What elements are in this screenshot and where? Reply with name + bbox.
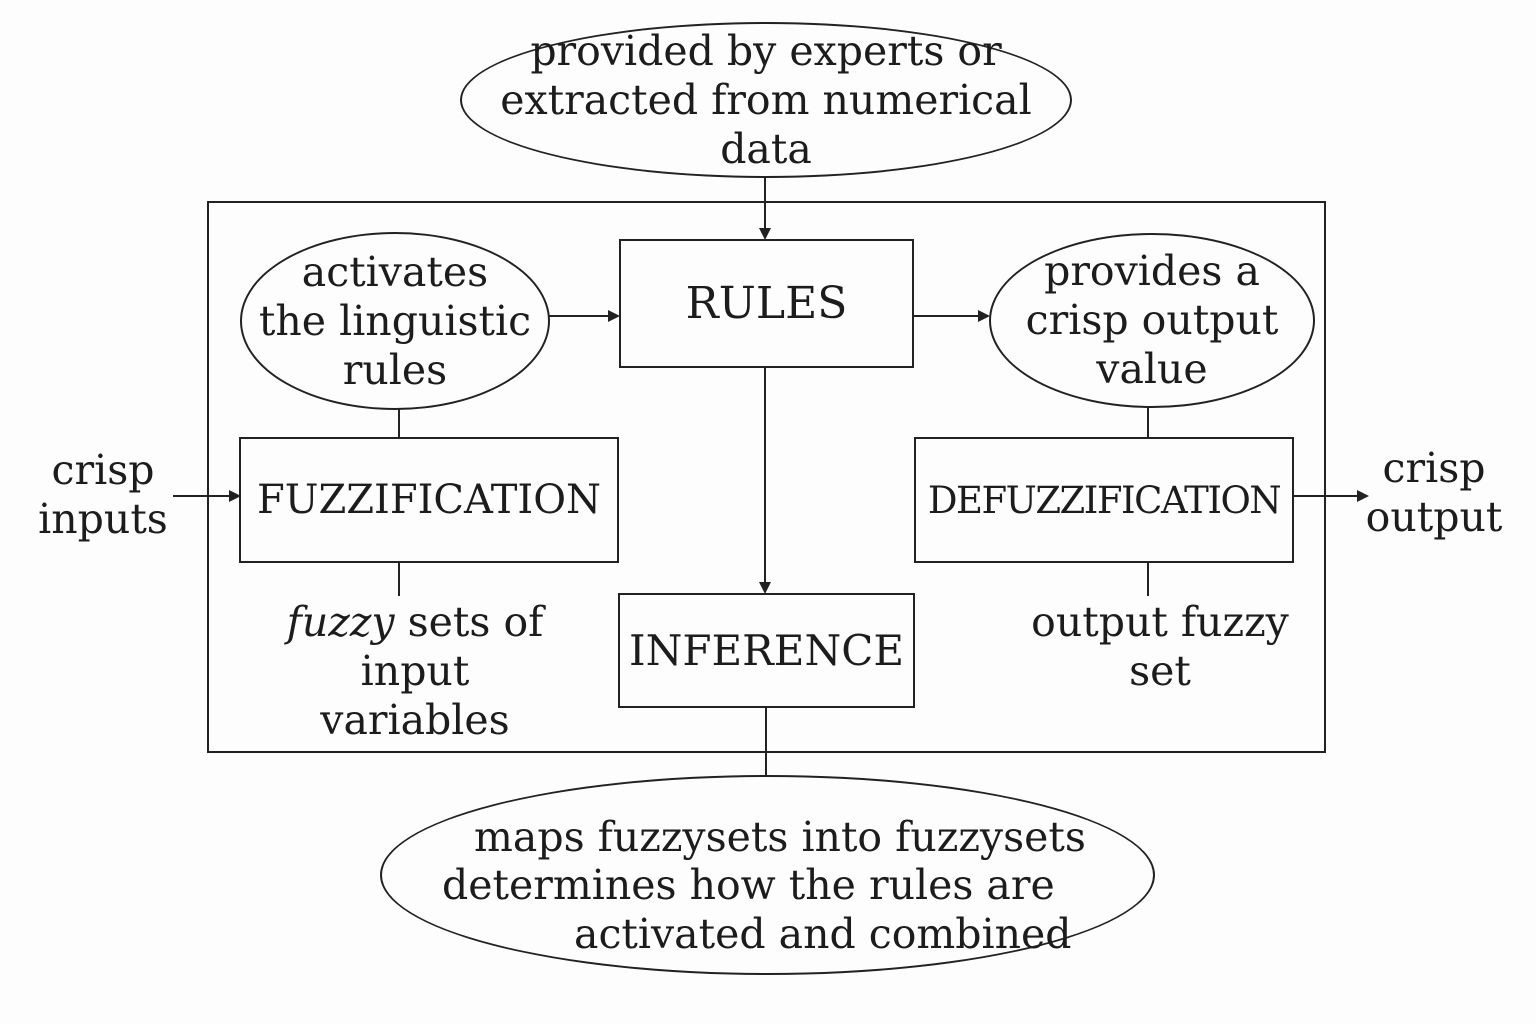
fuzz-note-line-2: the linguistic [258,296,532,345]
crisp-output-line-1: crisp [1382,444,1486,492]
bottom-note-ellipse: maps fuzzysets into fuzzysets determines… [380,775,1155,975]
fuzz-note-text: activates the linguistic rules [259,248,531,395]
fuzzification-label: FUZZIFICATION [257,477,601,523]
defuzz-note-line-2: crisp output [1025,296,1279,344]
fuzzy-sets-line-1: fuzzy sets of [260,598,570,647]
bottom-note-line-2: determines how the rules are [442,861,1055,909]
fuzzy-sets-label: fuzzy sets of input variables [260,598,570,745]
output-fuzzy-set-text: output fuzzy set [1031,598,1289,695]
defuzz-note-text: provides a crisp output value [1026,247,1279,394]
crisp-inputs-line-1: crisp [51,446,155,494]
top-note-text: provided by experts or extracted from nu… [462,27,1070,174]
crisp-inputs-line-2: inputs [38,495,168,543]
defuzz-note-line-1: provides a [1044,247,1260,295]
inference-box: INFERENCE [618,593,915,708]
crisp-output-line-2: output [1365,493,1503,541]
defuzz-note-ellipse: provides a crisp output value [989,233,1315,408]
defuzzification-label: DEFUZZIFICATION [927,478,1282,522]
fuzz-note-line-1: activates [301,247,489,296]
crisp-output-label: crisp output [1364,444,1504,542]
output-fuzzy-set-label: output fuzzy set [1000,598,1320,696]
bottom-note-line-3: activated and combined [574,910,1072,958]
fuzz-note-ellipse: activates the linguistic rules [240,232,550,410]
fuzzy-sets-rest: sets of [394,598,544,646]
inference-label: INFERENCE [629,626,904,675]
rules-label: RULES [685,278,848,329]
top-note-line-2: extracted from numerical data [500,75,1032,173]
fuzzification-box: FUZZIFICATION [239,437,619,563]
defuzz-note-line-3: value [1096,345,1208,393]
fuzzy-sets-line-2: input variables [320,647,510,744]
fuzzy-sets-italic: fuzzy [286,598,395,646]
bottom-note-text: maps fuzzysets into fuzzysets determines… [382,777,1153,973]
top-note-ellipse: provided by experts or extracted from nu… [460,22,1072,178]
rules-box: RULES [619,239,914,368]
bottom-note-line-1: maps fuzzysets into fuzzysets [474,813,1086,861]
defuzzification-box: DEFUZZIFICATION [914,437,1294,563]
fuzz-note-line-3: rules [342,345,448,394]
top-note-line-1: provided by experts or [530,26,1002,75]
crisp-inputs-label: crisp inputs [28,446,178,544]
